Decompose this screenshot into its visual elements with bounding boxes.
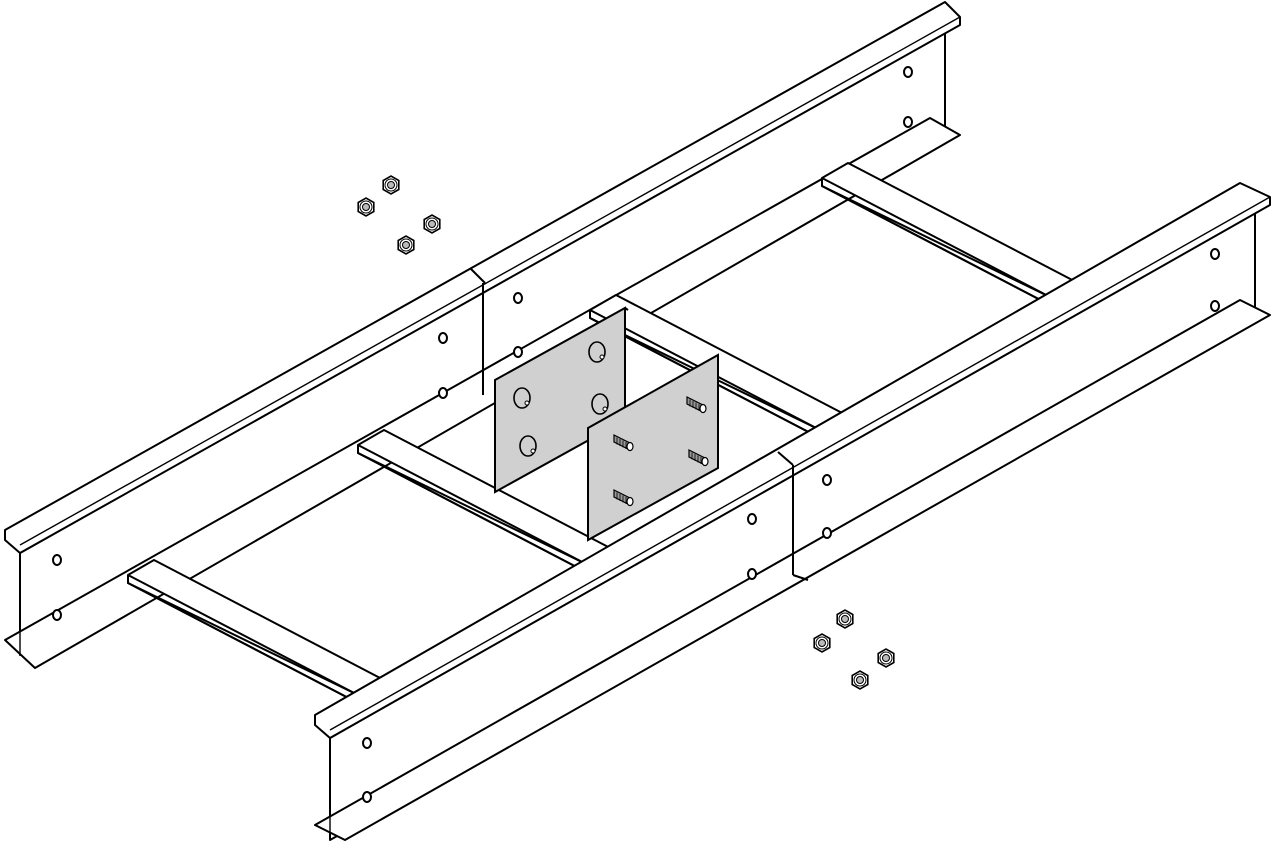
- bolt-hole: [1210, 248, 1220, 260]
- back-side-rail: [4, 1, 961, 669]
- hex-nut: [813, 633, 831, 653]
- bolt-hole: [362, 737, 372, 749]
- rail-bolt-holes: [52, 66, 1220, 803]
- hex-nut: [397, 235, 415, 255]
- bolt-hole: [1210, 300, 1220, 312]
- front-side-rail: [314, 182, 1271, 841]
- bolt-hole: [438, 387, 448, 399]
- bolt-hole: [903, 116, 913, 128]
- hex-nut: [382, 175, 400, 195]
- rung: [821, 162, 1079, 307]
- hex-nut: [851, 670, 869, 690]
- hex-nuts: [357, 175, 895, 690]
- stud-bolt: [613, 434, 634, 452]
- bolt-hole: [513, 346, 523, 358]
- bolt-hole: [438, 332, 448, 344]
- bolt-hole: [513, 292, 523, 304]
- bolt-hole: [362, 791, 372, 803]
- hex-nut: [357, 197, 375, 217]
- bolt-hole: [747, 513, 757, 525]
- hex-nut: [423, 214, 441, 234]
- stud-bolt: [686, 396, 707, 414]
- rung: [357, 429, 615, 574]
- bolt-hole: [52, 609, 62, 621]
- hex-nut: [836, 609, 854, 629]
- rung: [127, 559, 385, 704]
- bolt-hole: [903, 66, 913, 78]
- bolt-hole: [52, 554, 62, 566]
- bolt-hole: [747, 568, 757, 580]
- stud-bolt: [688, 449, 709, 467]
- bolt-hole: [822, 527, 832, 539]
- splice-plate-front: [587, 353, 719, 542]
- bolt-hole: [822, 474, 832, 486]
- stud-bolt: [613, 489, 634, 507]
- hex-nut: [877, 648, 895, 668]
